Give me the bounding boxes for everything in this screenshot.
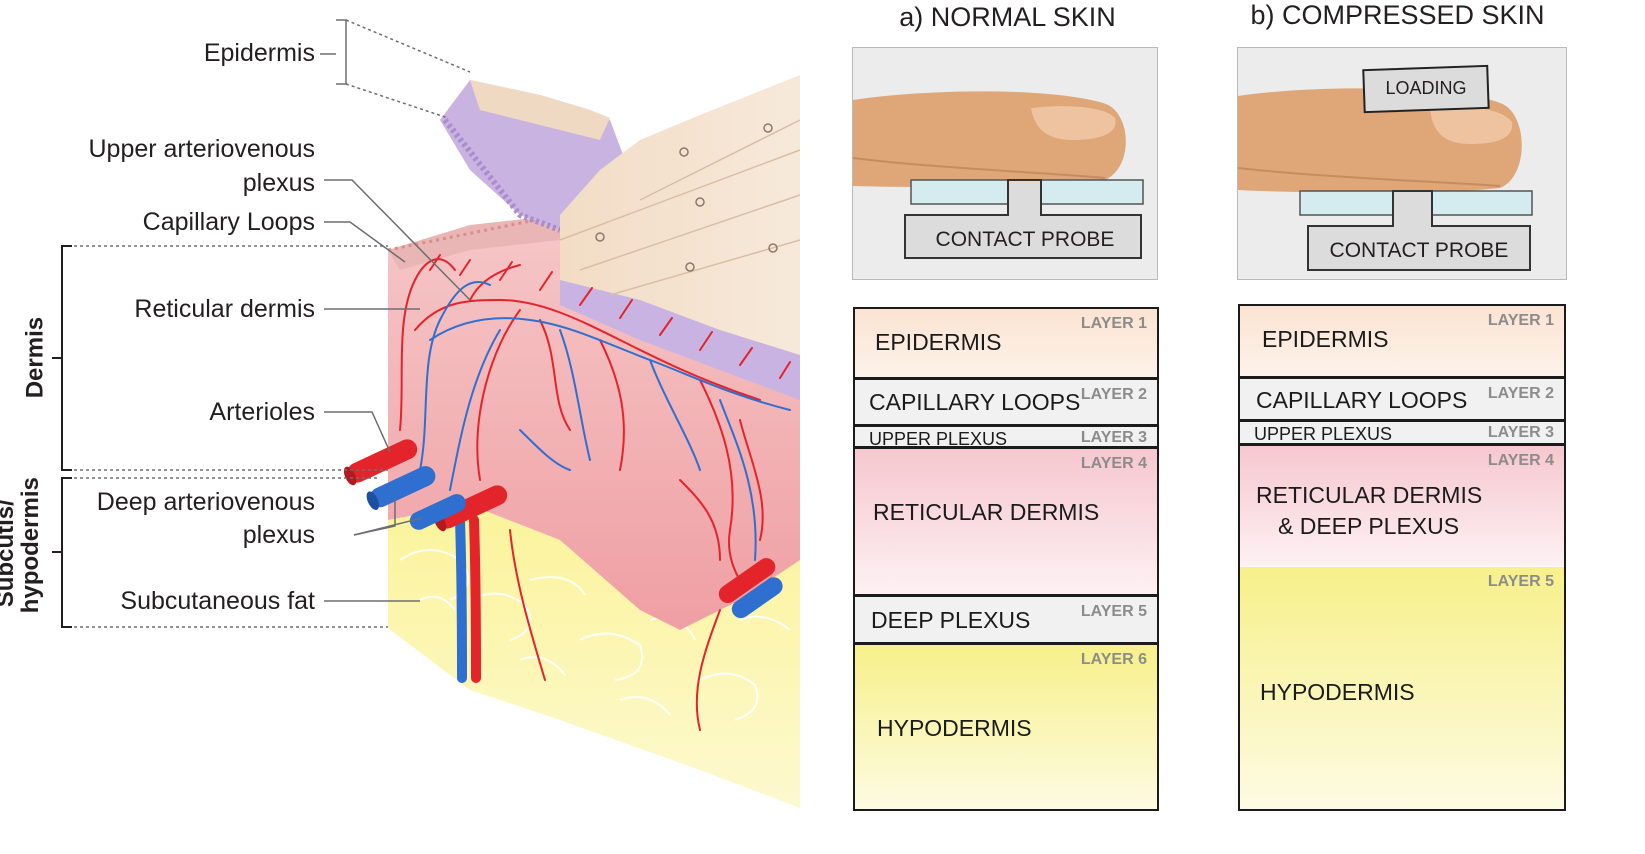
loading-label: LOADING — [1385, 78, 1467, 98]
layer-tag: LAYER 3 — [1487, 424, 1554, 441]
layer-name-line1: RETICULAR DERMIS — [1256, 482, 1483, 508]
leader-lines — [62, 19, 471, 628]
layer-tag: LAYER 2 — [1487, 385, 1554, 402]
compressed-layer-1: EPIDERMIS LAYER 1 — [1240, 306, 1564, 376]
layer-name: EPIDERMIS — [875, 329, 1002, 355]
label-upper-plexus-line1: Upper arteriovenous — [88, 135, 315, 163]
layer-name: EPIDERMIS — [1262, 326, 1389, 352]
label-deep-plexus-line1: Deep arteriovenous — [96, 488, 315, 516]
label-deep-plexus-line2: plexus — [242, 521, 315, 549]
layer-divider — [1240, 419, 1564, 422]
plexus-cylinders — [343, 439, 783, 619]
layer-tag: LAYER 2 — [1080, 386, 1147, 403]
skin-anatomy-illustration — [52, 19, 801, 808]
normal-layer-stack: EPIDERMIS LAYER 1 CAPILLARY LOOPS LAYER … — [853, 307, 1159, 811]
label-upper-plexus-line2: plexus — [242, 169, 315, 197]
layer-divider — [855, 446, 1157, 449]
layer-name: DEEP PLEXUS — [871, 607, 1031, 633]
compressed-layer-stack: EPIDERMIS LAYER 1 CAPILLARY LOOPS LAYER … — [1238, 304, 1566, 811]
layer-divider — [1240, 443, 1564, 446]
normal-skin-title: a) NORMAL SKIN — [899, 2, 1116, 32]
label-epidermis: Epidermis — [203, 39, 315, 67]
layer-name: CAPILLARY LOOPS — [1256, 387, 1468, 413]
normal-layer-4: RETICULAR DERMIS LAYER 4 — [855, 449, 1157, 595]
layer-name: HYPODERMIS — [1260, 679, 1415, 705]
finger-on-probe-illustration — [852, 91, 1144, 259]
layer-name: CAPILLARY LOOPS — [869, 389, 1081, 415]
layer-tag: LAYER 5 — [1080, 603, 1147, 620]
layer-tag: LAYER 1 — [1080, 315, 1147, 332]
normal-layer-3: UPPER PLEXUS LAYER 3 — [855, 427, 1157, 447]
region-dermis-label: Dermis — [21, 316, 49, 399]
compressed-finger-illustration — [1237, 64, 1533, 271]
compressed-layer-4: RETICULAR DERMIS & DEEP PLEXUS LAYER 4 — [1240, 446, 1564, 566]
vessel-network — [399, 254, 791, 731]
layer-tag: LAYER 4 — [1080, 455, 1147, 472]
layer-tag: LAYER 4 — [1487, 452, 1554, 469]
compressed-skin-title: b) COMPRESSED SKIN — [1250, 0, 1545, 30]
layer-divider — [855, 642, 1157, 645]
label-capillary-loops: Capillary Loops — [142, 208, 315, 236]
layer-tag: LAYER 3 — [1080, 429, 1147, 446]
layer-tag: LAYER 6 — [1080, 651, 1147, 668]
compressed-layer-2: CAPILLARY LOOPS LAYER 2 — [1240, 379, 1564, 421]
normal-layer-5: DEEP PLEXUS LAYER 5 — [855, 597, 1157, 643]
layer-name: UPPER PLEXUS — [869, 429, 1008, 447]
layer-name: HYPODERMIS — [877, 715, 1032, 741]
compressed-probe-figure — [1237, 47, 1567, 280]
normal-probe-figure — [852, 47, 1158, 280]
epidermis-surface — [559, 75, 801, 400]
label-arterioles: Arterioles — [209, 398, 315, 426]
region-subcutis-label: Subcutis/ hypodermis — [0, 477, 44, 613]
region-subcutis-line2: hypodermis — [17, 477, 44, 614]
layer-divider — [855, 594, 1157, 597]
compressed-contact-probe-label: CONTACT PROBE — [1329, 239, 1509, 262]
layer-divider — [855, 424, 1157, 427]
label-reticular-dermis: Reticular dermis — [134, 295, 315, 323]
region-brackets — [52, 245, 72, 628]
layer-tag: LAYER 5 — [1487, 573, 1554, 590]
layer-name-line2: & DEEP PLEXUS — [1278, 513, 1460, 539]
layer-name: UPPER PLEXUS — [1254, 424, 1393, 444]
normal-layer-2: CAPILLARY LOOPS LAYER 2 — [855, 380, 1157, 426]
compressed-layer-3: UPPER PLEXUS LAYER 3 — [1240, 422, 1564, 444]
normal-layer-1: EPIDERMIS LAYER 1 — [855, 309, 1157, 379]
region-subcutis-line1: Subcutis/ — [0, 499, 19, 608]
normal-layer-6: HYPODERMIS LAYER 6 — [855, 645, 1157, 809]
layer-divider — [1240, 376, 1564, 379]
layer-name: RETICULAR DERMIS — [873, 499, 1100, 525]
layer-divider — [855, 377, 1157, 380]
normal-contact-probe-label: CONTACT PROBE — [935, 228, 1115, 251]
label-subcutaneous-fat: Subcutaneous fat — [120, 587, 315, 615]
layer-tag: LAYER 1 — [1487, 312, 1554, 329]
compressed-layer-5: HYPODERMIS LAYER 5 — [1240, 567, 1564, 809]
